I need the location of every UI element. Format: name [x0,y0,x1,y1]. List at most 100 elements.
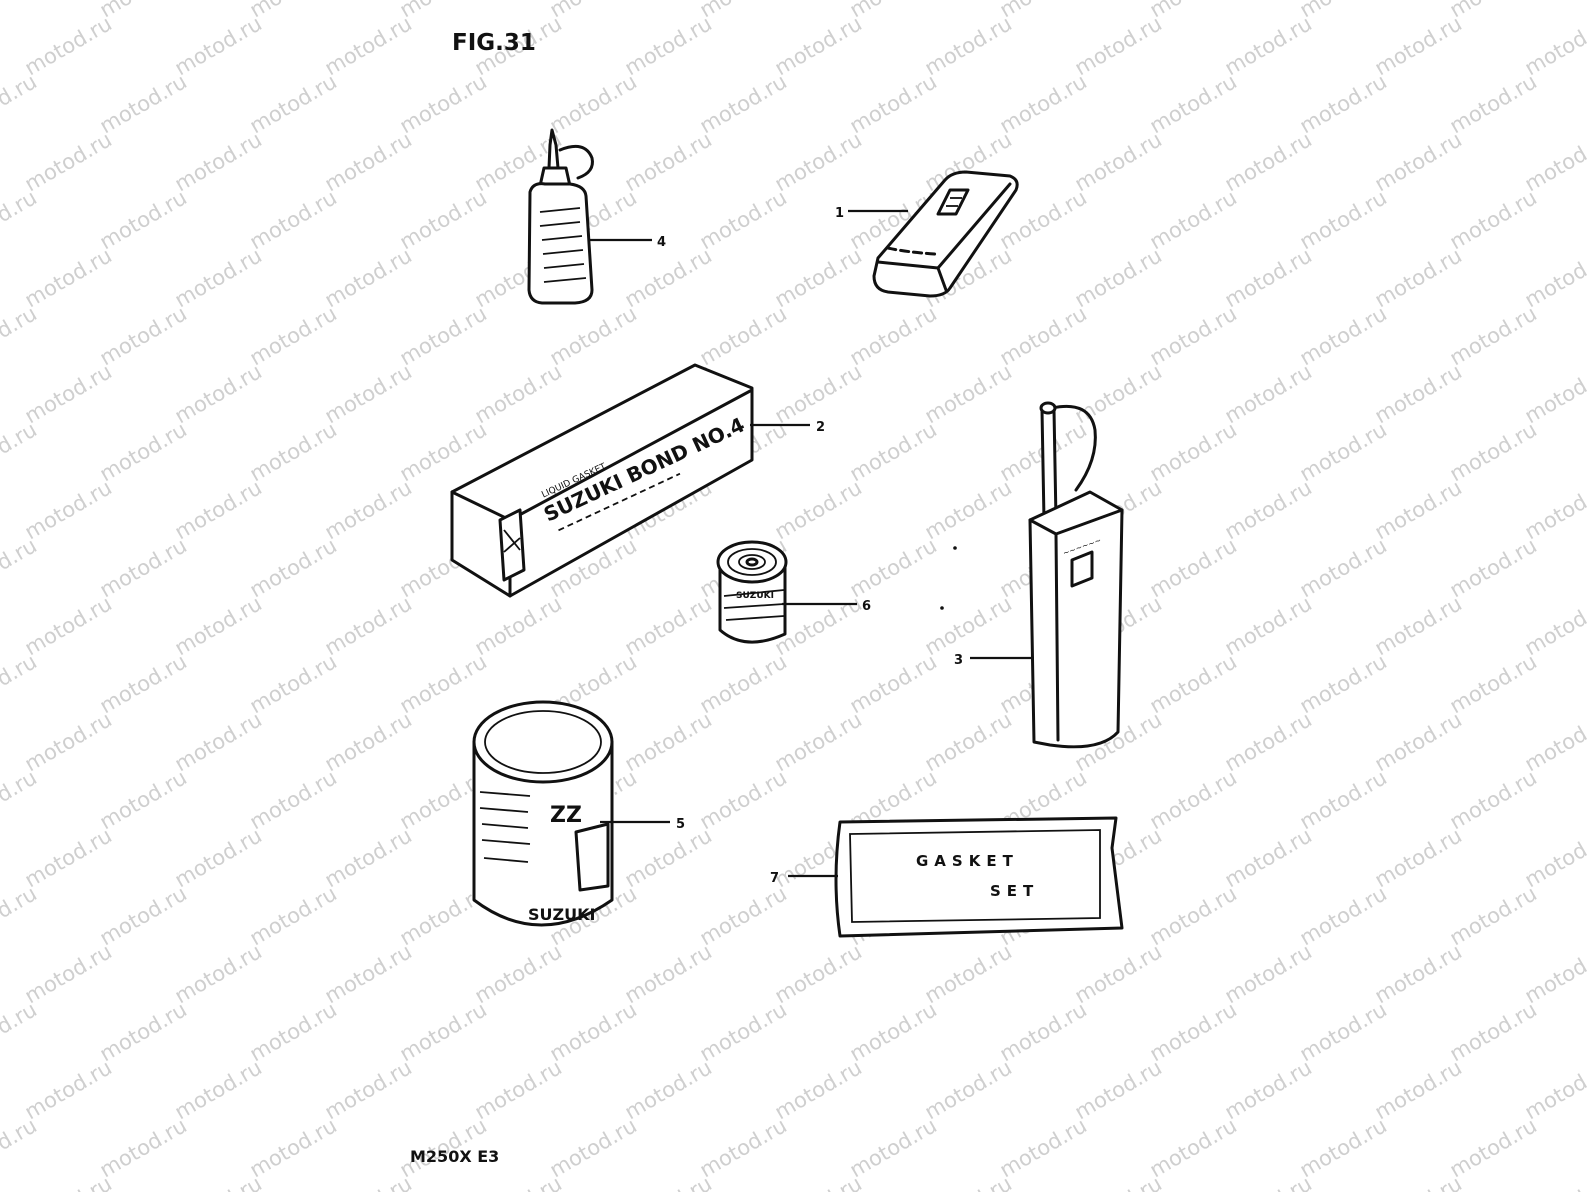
watermark-text: motod.ru [1071,939,1166,1008]
watermark-text: motod.ru [1296,69,1391,138]
watermark-text: motod.ru [621,823,716,892]
watermark-text: motod.ru [621,243,716,312]
watermark-text: motod.ru [21,243,116,312]
watermark-text: motod.ru [846,533,941,602]
watermark-text: motod.ru [21,1055,116,1124]
watermark-text: motod.ru [96,533,191,602]
part-2-bond-box: SUZUKI BOND NO.4 LIQUID GASKET [450,363,754,598]
watermark-text: motod.ru [1221,1055,1316,1124]
watermark-text: motod.ru [1296,185,1391,254]
watermark-text: motod.ru [846,417,941,486]
watermark-text: motod.ru [1446,765,1541,834]
watermark-text: motod.ru [21,127,116,196]
watermark-text: motod.ru [1296,649,1391,718]
part-7-gasket-set: GASKET SET [834,816,1124,938]
watermark-text: motod.ru [1296,1113,1391,1182]
watermark-text: motod.ru [96,301,191,370]
watermark-text: motod.ru [771,1055,866,1124]
watermark-text: motod.ru [546,1113,641,1182]
watermark-text: motod.ru [921,591,1016,660]
callout-4: 4 [657,235,666,250]
watermark-text: motod.ru [96,649,191,718]
watermark-text: motod.ru [246,533,341,602]
watermark-text: motod.ru [21,591,116,660]
watermark-text: motod.ru [471,591,566,660]
watermark-text: motod.ru [321,591,416,660]
watermark-text: motod.ru [1446,997,1541,1066]
watermark-text: motod.ru [396,69,491,138]
part-4-oil-bottle [527,128,594,305]
watermark-text: motod.ru [1071,11,1166,80]
watermark-text: motod.ru [1446,301,1541,370]
watermark-text: motod.ru [921,939,1016,1008]
watermark-text: motod.ru [921,1055,1016,1124]
watermark-text: motod.ru [1371,1171,1466,1192]
watermark-text: motod.ru [1296,0,1391,22]
watermark-text: motod.ru [1296,533,1391,602]
watermark-text: motod.ru [0,185,41,254]
watermark-text: motod.ru [621,127,716,196]
watermark-text: motod.ru [846,649,941,718]
watermark-text: motod.ru [321,939,416,1008]
watermark-text: motod.ru [921,475,1016,544]
watermark-text: motod.ru [1521,939,1589,1008]
watermark-text: motod.ru [1146,417,1241,486]
watermark-text: motod.ru [246,881,341,950]
watermark-text: motod.ru [171,707,266,776]
watermark-text: motod.ru [96,185,191,254]
part-5-large-can: ZZ SUZUKI [472,700,614,927]
watermark-text: motod.ru [21,823,116,892]
part-6-small-tin: SUZUKI [716,540,788,644]
watermark-text: motod.ru [1521,11,1589,80]
watermark-text: motod.ru [1146,997,1241,1066]
watermark-text: motod.ru [0,0,41,22]
watermark-text: motod.ru [246,649,341,718]
watermark-text: motod.ru [696,301,791,370]
watermark-text: motod.ru [21,1171,116,1192]
large-can-brand: SUZUKI [528,905,595,924]
large-can-code: ZZ [550,803,582,828]
part-1-small-box [872,170,1019,298]
watermark-text: motod.ru [1221,359,1316,428]
watermark-text: motod.ru [1221,707,1316,776]
watermark-text: motod.ru [846,1113,941,1182]
watermark-text: motod.ru [771,11,866,80]
watermark-text: motod.ru [696,185,791,254]
watermark-text: motod.ru [1521,707,1589,776]
watermark-text: motod.ru [1446,533,1541,602]
watermark-text: motod.ru [0,417,41,486]
watermark-text: motod.ru [996,0,1091,22]
watermark-text: motod.ru [171,1171,266,1192]
watermark-text: motod.ru [246,765,341,834]
watermark-text: motod.ru [696,649,791,718]
watermark-text: motod.ru [1221,1171,1316,1192]
watermark-text: motod.ru [1446,185,1541,254]
watermark-text: motod.ru [996,1113,1091,1182]
watermark-text: motod.ru [1371,127,1466,196]
watermark-text: motod.ru [21,11,116,80]
watermark-text: motod.ru [846,301,941,370]
watermark-text: motod.ru [1146,649,1241,718]
watermark-text: motod.ru [696,69,791,138]
watermark-text: motod.ru [1296,417,1391,486]
watermark-text: motod.ru [1146,881,1241,950]
watermark-text: motod.ru [471,359,566,428]
watermark-text: motod.ru [771,243,866,312]
watermark-text: motod.ru [171,939,266,1008]
watermark-text: motod.ru [96,997,191,1066]
callout-7: 7 [770,871,779,886]
watermark-text: motod.ru [321,127,416,196]
speck [940,606,944,610]
watermark-text: motod.ru [471,939,566,1008]
watermark-text: motod.ru [1146,301,1241,370]
watermark-text: motod.ru [1371,591,1466,660]
watermark-text: motod.ru [696,0,791,22]
callouts: 1 2 3 4 5 6 7 [588,206,1034,886]
watermark-text: motod.ru [96,0,191,22]
callout-3: 3 [954,653,963,668]
small-tin-brand: SUZUKI [736,591,774,601]
watermark-text: motod.ru [171,127,266,196]
watermark-text: motod.ru [321,11,416,80]
